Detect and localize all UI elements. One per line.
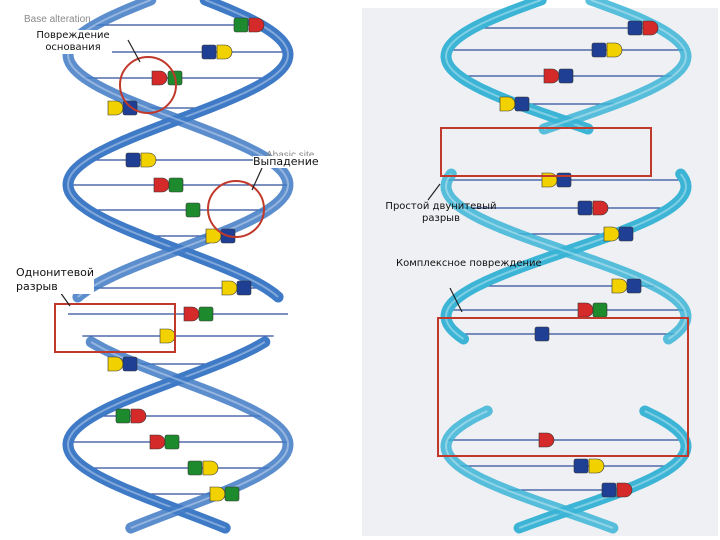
base-r (153, 177, 170, 193)
base-g (224, 486, 240, 502)
base-g (164, 434, 180, 450)
single-strand-break-box (54, 303, 176, 353)
base-y (216, 44, 233, 60)
base-b (627, 20, 643, 36)
base-g (592, 302, 608, 318)
label-single-strand-line1: Однонитевой (16, 266, 95, 279)
abasic-site-circle (207, 180, 265, 238)
ghost-label-base-alteration: Base alteration (24, 14, 91, 25)
base-b (618, 226, 634, 242)
label-base-damage: Повреждение основания (34, 30, 112, 54)
base-y (107, 356, 124, 372)
label-double-strand-line2: разрыв (422, 213, 460, 224)
ghost-label-abasic-site: Abasic site (266, 150, 314, 161)
base-alteration-circle (119, 56, 177, 114)
complex-damage-box (437, 317, 689, 457)
base-r (130, 408, 147, 424)
label-abasic: Выпадение (253, 155, 319, 168)
base-r (248, 17, 265, 33)
base-b (558, 68, 574, 84)
base-b (591, 42, 607, 58)
label-double-strand-line1: Простой двунитевый (385, 201, 497, 212)
base-y (499, 96, 516, 112)
base-y (140, 152, 157, 168)
label-complex: Комплексное повреждение (396, 258, 542, 269)
base-b (201, 44, 217, 60)
base-y (202, 460, 219, 476)
label-single-strand: Однонитевой разрыв (16, 266, 95, 294)
base-r (642, 20, 659, 36)
base-b (573, 458, 589, 474)
base-r (543, 68, 560, 84)
base-y (107, 100, 124, 116)
pointer-abasic (251, 167, 263, 191)
damaged-base-red (151, 70, 168, 86)
double-strand-break-box (440, 127, 652, 177)
base-g (115, 408, 131, 424)
label-double-strand: Простой двунитевый разрыв (378, 201, 504, 225)
base-y (159, 328, 176, 344)
base-r (538, 432, 555, 448)
base-y (588, 458, 605, 474)
base-r (592, 200, 609, 216)
base-y (209, 486, 226, 502)
base-b (534, 326, 550, 342)
base-y (221, 280, 238, 296)
pointer-base-damage (127, 39, 141, 63)
label-single-strand-line2: разрыв (16, 280, 58, 293)
base-b (601, 482, 617, 498)
pointer-double-strand (427, 183, 441, 201)
label-base-damage-line1: Повреждение (36, 30, 110, 41)
base-r (149, 434, 166, 450)
right-dna-helix (440, 0, 692, 534)
base-g (185, 202, 201, 218)
base-r (183, 306, 200, 322)
base-b (125, 152, 141, 168)
base-b (514, 96, 530, 112)
base-b (122, 100, 138, 116)
base-y (606, 42, 623, 58)
pointer-complex (449, 287, 463, 313)
right-panel-background (362, 8, 718, 536)
label-base-damage-line2: основания (45, 42, 101, 53)
pointer-single-strand (59, 291, 71, 307)
base-b (236, 280, 252, 296)
base-y (603, 226, 620, 242)
base-r (577, 302, 594, 318)
base-y (611, 278, 628, 294)
left-dna-helix (62, 0, 294, 534)
base-g (168, 177, 184, 193)
base-b (626, 278, 642, 294)
base-g (198, 306, 214, 322)
base-r (616, 482, 633, 498)
base-b (577, 200, 593, 216)
base-g (233, 17, 249, 33)
base-b (122, 356, 138, 372)
base-g (187, 460, 203, 476)
